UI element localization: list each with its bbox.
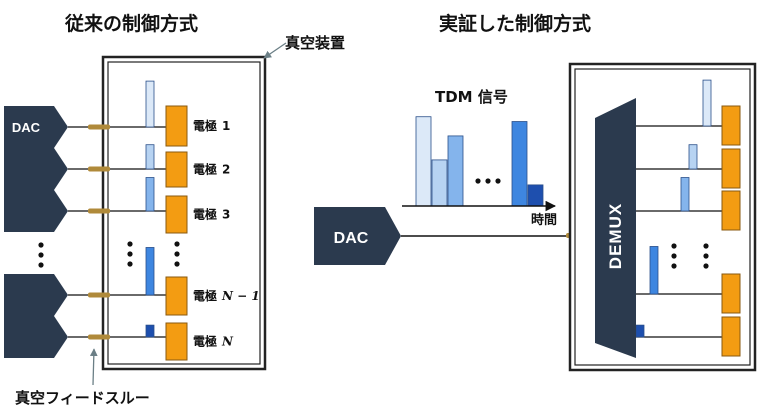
right-dac-box <box>314 207 401 265</box>
right-electrode <box>721 190 741 231</box>
left-dac-box <box>4 148 68 190</box>
right-electrode <box>721 105 741 146</box>
left-ellipsis-dots <box>38 241 180 268</box>
demux-label: DEMUX <box>606 203 625 269</box>
left-voltage-bar <box>145 177 155 212</box>
left-feedthrough <box>88 208 110 214</box>
left-voltage-bar <box>145 80 155 128</box>
electrode <box>165 322 188 361</box>
left-dac-box <box>4 274 68 316</box>
right-electrode <box>721 273 741 314</box>
left-voltage-bar <box>145 144 155 170</box>
electrode <box>165 195 188 234</box>
electrode-label: 電極 <box>193 207 217 222</box>
electrode-label: 電極 <box>193 288 217 303</box>
electrode-label: 電極 <box>193 334 217 349</box>
left-dac-box <box>4 106 68 148</box>
right-electrode <box>721 148 741 189</box>
tdm-bar <box>431 159 448 207</box>
electrode-index: N <box>221 335 234 349</box>
tdm-signal-label: TDM 信号 <box>435 88 508 106</box>
electrode-label: 電極 <box>193 162 217 177</box>
right-dac-label: DAC <box>334 230 369 247</box>
electrode <box>165 276 188 316</box>
electrode-index: 3 <box>222 208 230 222</box>
demux-output-bar <box>702 79 712 127</box>
vacuum-pointer <box>263 42 287 59</box>
demux-output-rows <box>635 79 741 357</box>
electrode-index: N − 1 <box>221 289 260 303</box>
left-dac-rows: DAC 電極 1 電極 2 電極 3 電極 N − 1 電極 N <box>4 80 260 361</box>
feedthrough-pointer <box>89 348 98 386</box>
electrode <box>165 105 188 147</box>
tdm-bar <box>527 184 544 207</box>
tdm-bar <box>447 135 464 207</box>
electrode <box>165 151 188 188</box>
demux-output-bar <box>680 177 690 212</box>
electrode-label: 電極 <box>193 118 217 133</box>
left-title: 従来の制御方式 <box>64 12 198 35</box>
tdm-bar <box>511 121 528 207</box>
vacuum-label: 真空装置 <box>285 34 345 52</box>
feedthrough-label: 真空フィードスルー <box>15 389 150 407</box>
right-ellipsis-dots <box>671 243 709 269</box>
left-dac-label: DAC <box>12 120 41 135</box>
demux-output-bar <box>635 324 645 338</box>
electrode-index: 1 <box>222 119 230 133</box>
right-electrode <box>721 316 741 357</box>
left-voltage-bar <box>145 324 155 338</box>
demux-block <box>595 98 636 358</box>
tdm-signal-bars <box>415 116 544 207</box>
left-feedthrough <box>88 166 110 172</box>
electrode-index: 2 <box>222 163 230 177</box>
left-feedthrough <box>88 292 110 298</box>
left-voltage-bar <box>145 247 155 296</box>
left-feedthrough <box>88 124 110 130</box>
left-dac-box <box>4 316 68 358</box>
right-title: 実証した制御方式 <box>439 12 591 35</box>
tdm-bar <box>415 116 432 207</box>
demux-output-bar <box>649 246 659 295</box>
left-dac-box <box>4 190 68 232</box>
tdm-ellipsis-dots <box>475 178 501 184</box>
demux-output-bar <box>688 144 698 170</box>
right-vacuum-chamber-inner <box>574 68 751 366</box>
time-axis-label: 時間 <box>531 212 557 228</box>
left-feedthrough <box>88 334 110 340</box>
